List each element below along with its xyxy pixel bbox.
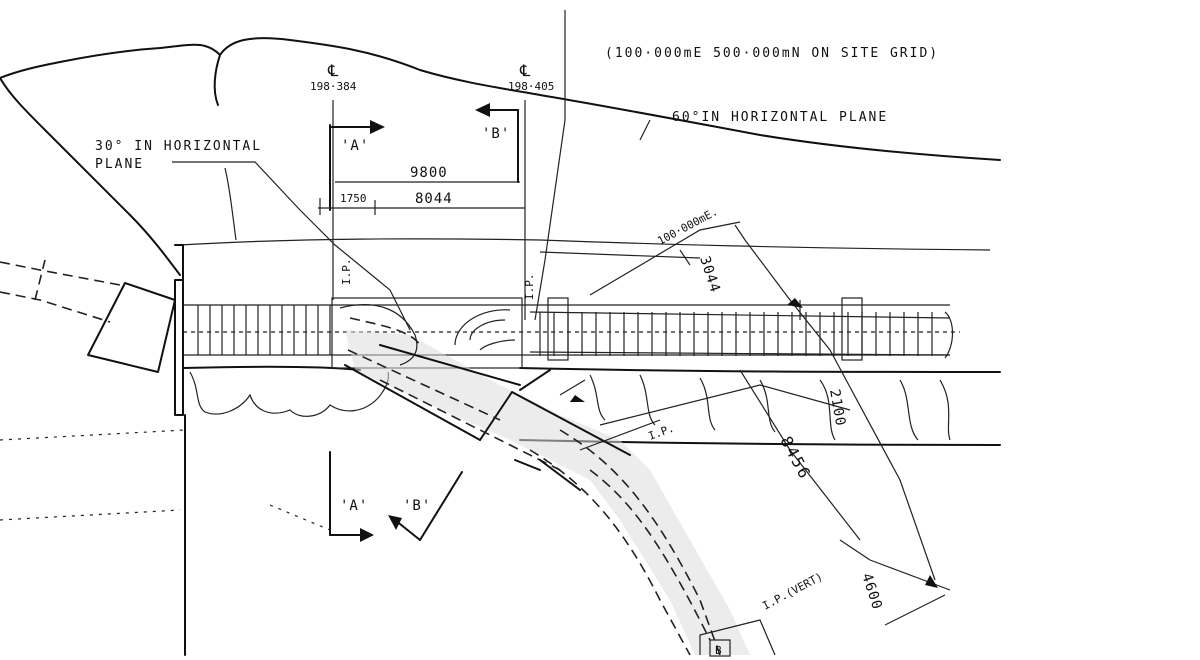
- dimension-8456: 8456: [776, 433, 815, 483]
- centerline-value-a: 198·384: [310, 80, 357, 93]
- dimension-4600: 4600: [858, 571, 885, 612]
- label-ip-a: I.P.: [340, 259, 353, 286]
- dimension-2100: 2100: [826, 388, 848, 428]
- section-label-b-top: 'B': [482, 126, 510, 142]
- centerline-symbol-a: ℄: [327, 61, 340, 80]
- conveyor-strip: [183, 297, 960, 369]
- dimension-lines: [0, 10, 951, 626]
- dimension-1750: 1750: [340, 192, 367, 205]
- label-b-box: B: [715, 644, 722, 657]
- label-ip-c: I.P.: [647, 422, 676, 443]
- dimension-8044: 8044: [415, 191, 453, 207]
- section-label-a-bottom: 'A': [340, 498, 368, 514]
- label-ip-vert: I.P.(VERT): [760, 570, 825, 613]
- dimension-9800: 9800: [410, 165, 448, 181]
- note-30-degree-line1: 30° IN HORIZONTAL: [95, 139, 262, 154]
- curved-drift: [339, 304, 776, 657]
- label-100000-me: 100·000mE.: [655, 205, 720, 248]
- centerline-symbol-b: ℄: [519, 61, 532, 80]
- site-grid-note: (100·000mE 500·000mN ON SITE GRID): [605, 46, 939, 61]
- label-ip-b: I.P.: [523, 274, 536, 301]
- section-label-b-bottom: 'B': [403, 498, 431, 514]
- note-60-degree: 60°IN HORIZONTAL PLANE: [672, 110, 888, 125]
- terrain-outline: [0, 37, 1001, 276]
- structure-outline: [0, 244, 1001, 656]
- rock-cloud-shapes: [189, 371, 951, 441]
- section-label-a-top: 'A': [341, 138, 369, 154]
- centerline-value-b: 198·405: [508, 80, 554, 93]
- dimension-3044: 3044: [696, 254, 723, 295]
- note-30-degree-line2: PLANE: [95, 157, 144, 172]
